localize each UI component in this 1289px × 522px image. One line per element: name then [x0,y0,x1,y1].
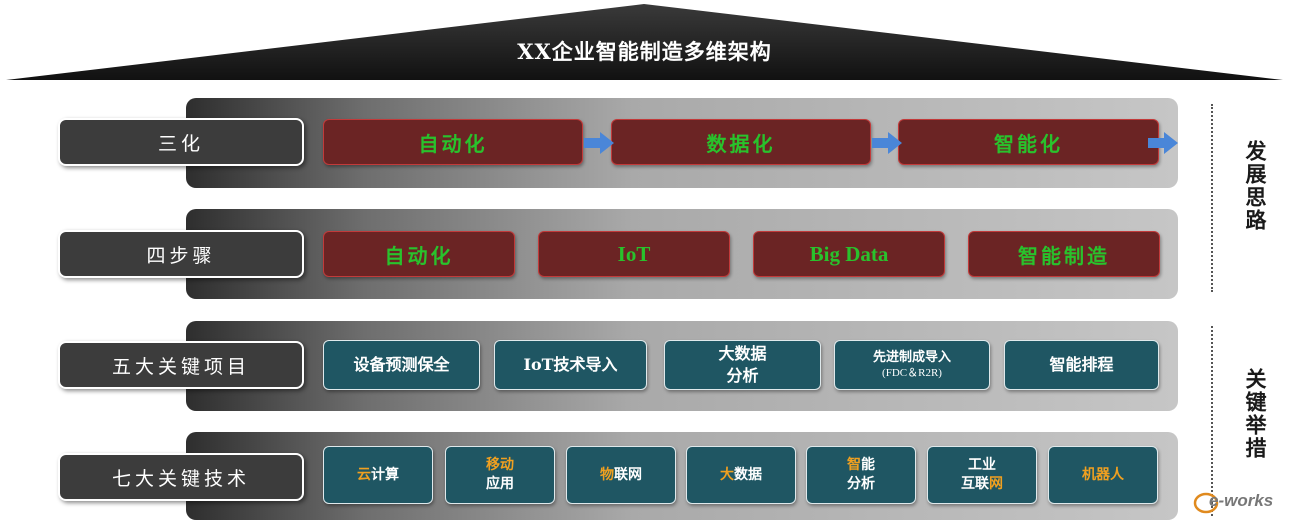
r1-item-1: 自动化 [323,119,583,165]
r1-item-3: 智能化 [898,119,1159,165]
row-label-3: 五大关键项目 [58,341,304,389]
r4-item-1-text: 云计算 [357,466,399,485]
r4-item-6-line2: 互联网 [961,475,1003,494]
r3-item-3-line2: 分析 [726,366,759,385]
r4-item-3: 物联网 [566,446,676,504]
r3-item-4: 先进制成导入 (FDC＆R2R) [834,340,990,390]
r4-item-5-hi: 智 [847,457,861,474]
r3-item-3-line1: 大数据 [718,344,767,364]
roof-triangle [6,4,1283,80]
arrow-right-icon [872,132,902,154]
r4-item-6-rest: 互联 [961,476,989,492]
side-label-top: 发展思路 [1243,140,1268,232]
r3-item-1: 设备预测保全 [323,340,480,390]
side-divider-top [1211,104,1213,292]
r2-item-4: 智能制造 [968,231,1160,277]
side-label-bottom: 关键举措 [1243,368,1268,460]
r4-item-2: 移动 应用 [445,446,555,504]
r4-item-2-line2: 应用 [486,476,514,492]
r4-item-7-text: 机器人 [1082,466,1124,483]
r3-item-5: 智能排程 [1004,340,1159,390]
r4-item-5-line2: 分析 [847,476,875,492]
r4-item-4-text: 大数据 [720,466,762,485]
r4-item-2-line1: 移动 [486,457,514,474]
r4-item-4: 大数据 [686,446,796,504]
r4-item-6-hi: 网 [989,476,1003,492]
diagram-title: XX企业智能制造多维架构 [517,39,772,64]
r4-item-3-rest: 联网 [614,466,642,483]
r4-item-5-line1: 智能 [847,456,875,475]
r3-item-4-line1: 先进制成导入 [872,349,951,365]
r4-item-6: 工业 互联网 [927,446,1037,504]
r3-item-3: 大数据 分析 [664,340,821,390]
arrow-right-icon [584,132,614,154]
side-divider-bottom [1211,326,1213,516]
r4-item-1-hi: 云 [357,466,371,483]
r2-item-3: Big Data [753,231,945,277]
r4-item-3-text: 物联网 [600,466,642,485]
row-label-4: 七大关键技术 [58,453,304,501]
r3-item-2-text: IoT技术导入 [523,355,618,375]
r2-item-1: 自动化 [323,231,515,277]
r4-item-3-hi: 物 [600,466,614,483]
r4-item-7: 机器人 [1048,446,1158,504]
r4-item-1-rest: 计算 [371,466,399,483]
r3-item-4-line2: (FDC＆R2R) [882,367,942,380]
r3-item-1-text: 设备预测保全 [353,355,450,375]
r4-item-4-rest: 数据 [734,466,762,483]
eworks-logo-icon [1193,492,1219,514]
arrow-right-icon [1148,132,1178,154]
r4-item-1: 云计算 [323,446,433,504]
r3-item-5-text: 智能排程 [1049,355,1114,375]
r4-item-5-rest: 能 [861,457,875,474]
row-label-2: 四步骤 [58,230,304,278]
r4-item-5: 智能 分析 [806,446,916,504]
r3-item-2: IoT技术导入 [494,340,647,390]
r1-item-2: 数据化 [611,119,871,165]
row-label-1: 三化 [58,118,304,166]
r4-item-4-hi: 大 [720,466,734,483]
r2-item-2: IoT [538,231,730,277]
logo-text: e-works [1209,491,1274,510]
r4-item-6-line1: 工业 [968,457,996,474]
